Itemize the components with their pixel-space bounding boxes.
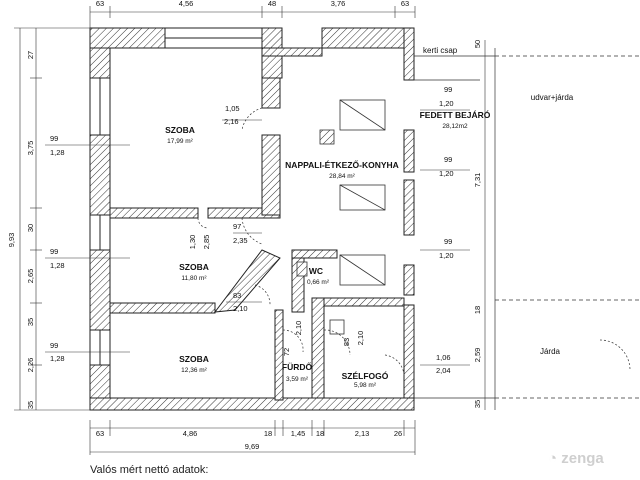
walls: [89, 27, 415, 411]
right-window-dimensions: 99 1,20 99 1,20 99 1,20: [439, 85, 454, 260]
room-name: FEDETT BEJÁRÓ: [420, 109, 491, 120]
door-dimensions: 1,05 2,16 97 2,35 1,30 2,85 83 2,10 72 2…: [188, 104, 451, 375]
door-width: 97: [233, 222, 241, 231]
dimension-label: 63: [401, 0, 409, 8]
room-area: 12,36 m²: [181, 367, 207, 374]
dimension-total: 9,93: [7, 233, 16, 248]
door-swings: [197, 107, 631, 376]
window-width: 99: [50, 341, 58, 350]
dimension-label: 18: [264, 429, 272, 438]
window-height: 1,28: [50, 261, 65, 270]
dimension-lines: [14, 6, 486, 455]
outside-labels: kerti csap udvar+járda Járda: [423, 46, 574, 356]
dimension-label: 50: [473, 40, 482, 48]
garden-tap-label: kerti csap: [423, 46, 458, 55]
dimension-label: 26: [394, 429, 402, 438]
room-name: WC: [309, 266, 323, 276]
door-height: 2,85: [202, 235, 211, 250]
top-dimensions: 63 4,56 48 3,76 63: [96, 0, 409, 8]
window-height: 1,20: [439, 99, 454, 108]
dimension-label: 2,13: [355, 429, 370, 438]
room-area: 11,80 m²: [181, 275, 207, 282]
window-height: 1,20: [439, 169, 454, 178]
dimension-label: 3,75: [26, 141, 35, 156]
window-width: 99: [444, 155, 452, 164]
door-width: 1,05: [225, 104, 240, 113]
dimension-label: 27: [26, 51, 35, 59]
door-width: 1,30: [188, 235, 197, 250]
dimension-label: 35: [473, 400, 482, 408]
dimension-label: 3,76: [331, 0, 346, 8]
dimension-label: 4,56: [179, 0, 194, 8]
dimension-label: 48: [268, 0, 276, 8]
room-name: NAPPALI-ÉTKEZŐ-KONYHA: [285, 159, 399, 170]
window-width: 99: [444, 85, 452, 94]
room-area: 3,59 m²: [286, 376, 309, 383]
dimension-total: 9,69: [245, 442, 260, 451]
left-window-dimensions: 99 1,28 99 1,28 99 1,28: [50, 134, 65, 363]
left-dimensions: 27 3,75 30 2,65 35 2,26 35 9,93: [7, 51, 35, 409]
dimension-label: 4,86: [183, 429, 198, 438]
dimension-label: 18: [316, 429, 324, 438]
footer-caption: Valós mért nettó adatok:: [90, 464, 209, 476]
room-area: 0,66 m²: [307, 279, 330, 286]
window-width: 99: [50, 134, 58, 143]
door-height: 2,10: [233, 304, 248, 313]
dimension-label: 2,59: [473, 348, 482, 363]
door-width: 83: [233, 291, 241, 300]
dimension-label: 63: [96, 429, 104, 438]
room-name: SZOBA: [179, 354, 209, 364]
door-width: 83: [342, 338, 351, 346]
windows: [89, 27, 263, 366]
room-area: 28,84 m²: [329, 173, 355, 180]
dimension-label: 7,31: [473, 173, 482, 188]
window-width: 99: [50, 247, 58, 256]
window-height: 1,20: [439, 251, 454, 260]
dimension-label: 18: [473, 306, 482, 314]
dimension-label: 2,26: [26, 358, 35, 373]
room-name: SZOBA: [179, 262, 209, 272]
door-height: 2,04: [436, 366, 451, 375]
dimension-label: 63: [96, 0, 104, 8]
dimension-label: 35: [26, 401, 35, 409]
room-name: SZÉLFOGÓ: [342, 370, 389, 381]
fixtures: [296, 99, 386, 335]
room-name: SZOBA: [165, 125, 195, 135]
room-area: 5,98 m²: [354, 382, 377, 389]
door-height: 2,10: [356, 331, 365, 346]
logo-text: zenga: [561, 450, 604, 467]
door-height: 2,10: [294, 321, 303, 336]
door-height: 2,35: [233, 236, 248, 245]
dimension-label: 30: [26, 224, 35, 232]
window-width: 99: [444, 237, 452, 246]
door-width: 72: [282, 348, 291, 356]
covered-entrance: [414, 48, 640, 410]
window-height: 1,28: [50, 354, 65, 363]
window-height: 1,28: [50, 148, 65, 157]
room-area: 28,12m2: [442, 123, 468, 130]
bottom-dimensions: 63 4,86 18 1,45 18 2,13 26 9,69: [96, 429, 402, 451]
room-area: 17,99 m²: [167, 138, 193, 145]
sidewalk-label: Járda: [540, 347, 561, 356]
yard-label: udvar+járda: [531, 93, 574, 102]
door-height: 2,16: [224, 117, 239, 126]
dimension-label: 35: [26, 318, 35, 326]
room-name: FÜRDŐ: [282, 361, 313, 372]
brand-logo: ◔ zenga: [548, 450, 604, 467]
dimension-label: 1,45: [291, 429, 306, 438]
room-labels: SZOBA 17,99 m² SZOBA 11,80 m² SZOBA 12,3…: [165, 109, 491, 389]
door-width: 1,06: [436, 353, 451, 362]
dimension-label: 2,65: [26, 269, 35, 284]
right-dimensions: 50 7,31 18 2,59 35: [473, 40, 482, 408]
logo-icon: ◔: [548, 450, 558, 467]
